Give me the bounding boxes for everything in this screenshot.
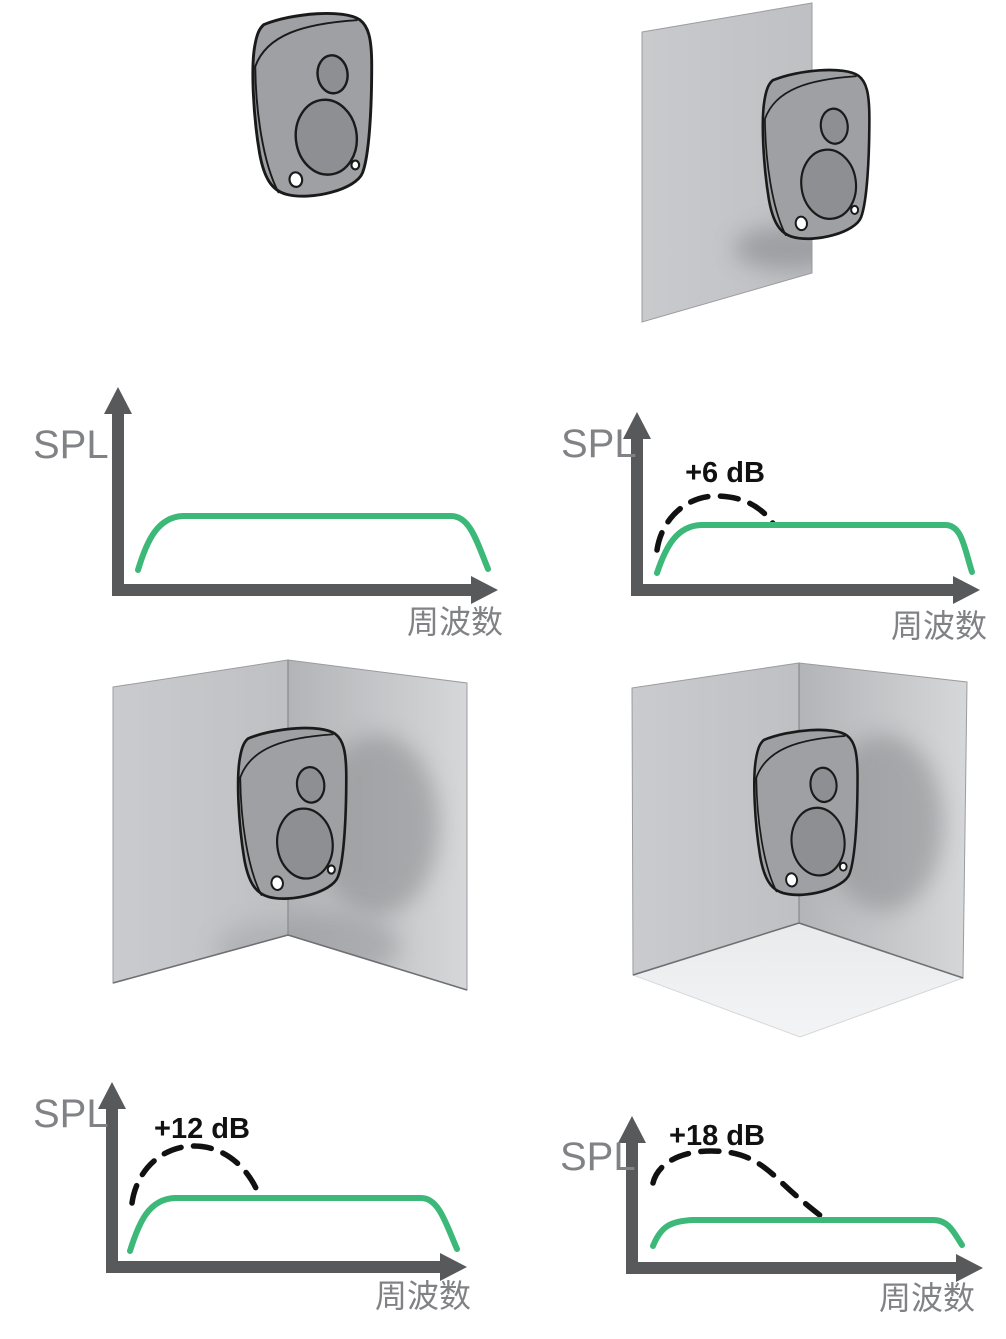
x-axis	[631, 584, 954, 596]
y-axis-arrow	[104, 387, 132, 414]
boost-curve	[129, 1143, 262, 1206]
x-axis	[106, 1261, 440, 1273]
response-curve	[135, 513, 491, 573]
frequency-label: 周波数	[375, 1278, 471, 1314]
y-axis	[626, 1138, 638, 1274]
right-wall-floor-edge	[798, 922, 964, 979]
left-wall-bottom-edge	[112, 934, 289, 984]
spl-graph-free-standing: SPL 周波数	[33, 387, 503, 640]
wall-shadow	[734, 226, 812, 270]
speaker-free-standing-illustration	[251, 11, 374, 198]
speaker-three-surface-corner-illustration	[631, 662, 968, 1038]
speaker-icon	[236, 726, 348, 901]
boost-label: +6 dB	[685, 457, 765, 489]
spl-label: SPL	[33, 423, 109, 467]
speaker-icon	[251, 11, 374, 198]
x-axis-arrow	[471, 576, 498, 604]
right-wall-bottom-edge	[287, 934, 468, 991]
response-curve	[654, 522, 975, 576]
spl-graph-two-walls: SPL 周波数 +12 dB	[33, 1082, 471, 1314]
x-axis-arrow	[440, 1253, 467, 1281]
boost-curve	[654, 493, 777, 553]
boost-label: +12 dB	[154, 1113, 250, 1145]
x-axis-arrow	[956, 1254, 983, 1282]
speaker-icon	[761, 68, 871, 241]
boost-label: +18 dB	[669, 1120, 765, 1152]
left-wall-floor-edge	[632, 922, 800, 976]
x-axis	[112, 584, 472, 596]
y-axis-arrow	[98, 1082, 126, 1109]
boost-curve	[650, 1148, 829, 1223]
y-axis	[106, 1104, 118, 1273]
response-curve	[650, 1217, 965, 1249]
frequency-label: 周波数	[879, 1280, 975, 1316]
speaker-icon	[752, 728, 859, 897]
x-axis-arrow	[953, 576, 980, 604]
frequency-label: 周波数	[891, 608, 987, 644]
y-axis	[631, 434, 643, 596]
spl-label: SPL	[561, 422, 637, 466]
speaker-two-wall-corner-illustration	[112, 659, 468, 991]
spl-label: SPL	[560, 1135, 636, 1179]
frequency-label: 周波数	[407, 604, 503, 640]
y-axis-arrow	[618, 1116, 646, 1143]
y-axis-arrow	[623, 412, 651, 439]
y-axis	[112, 409, 124, 596]
spl-graph-one-wall: SPL 周波数 +6 dB	[561, 412, 987, 644]
spl-label: SPL	[33, 1092, 109, 1136]
x-axis	[626, 1262, 956, 1274]
response-curve	[127, 1195, 460, 1254]
spl-graph-three-surfaces: SPL 周波数 +18 dB	[560, 1116, 983, 1316]
speaker-on-wall-illustration	[641, 2, 871, 323]
